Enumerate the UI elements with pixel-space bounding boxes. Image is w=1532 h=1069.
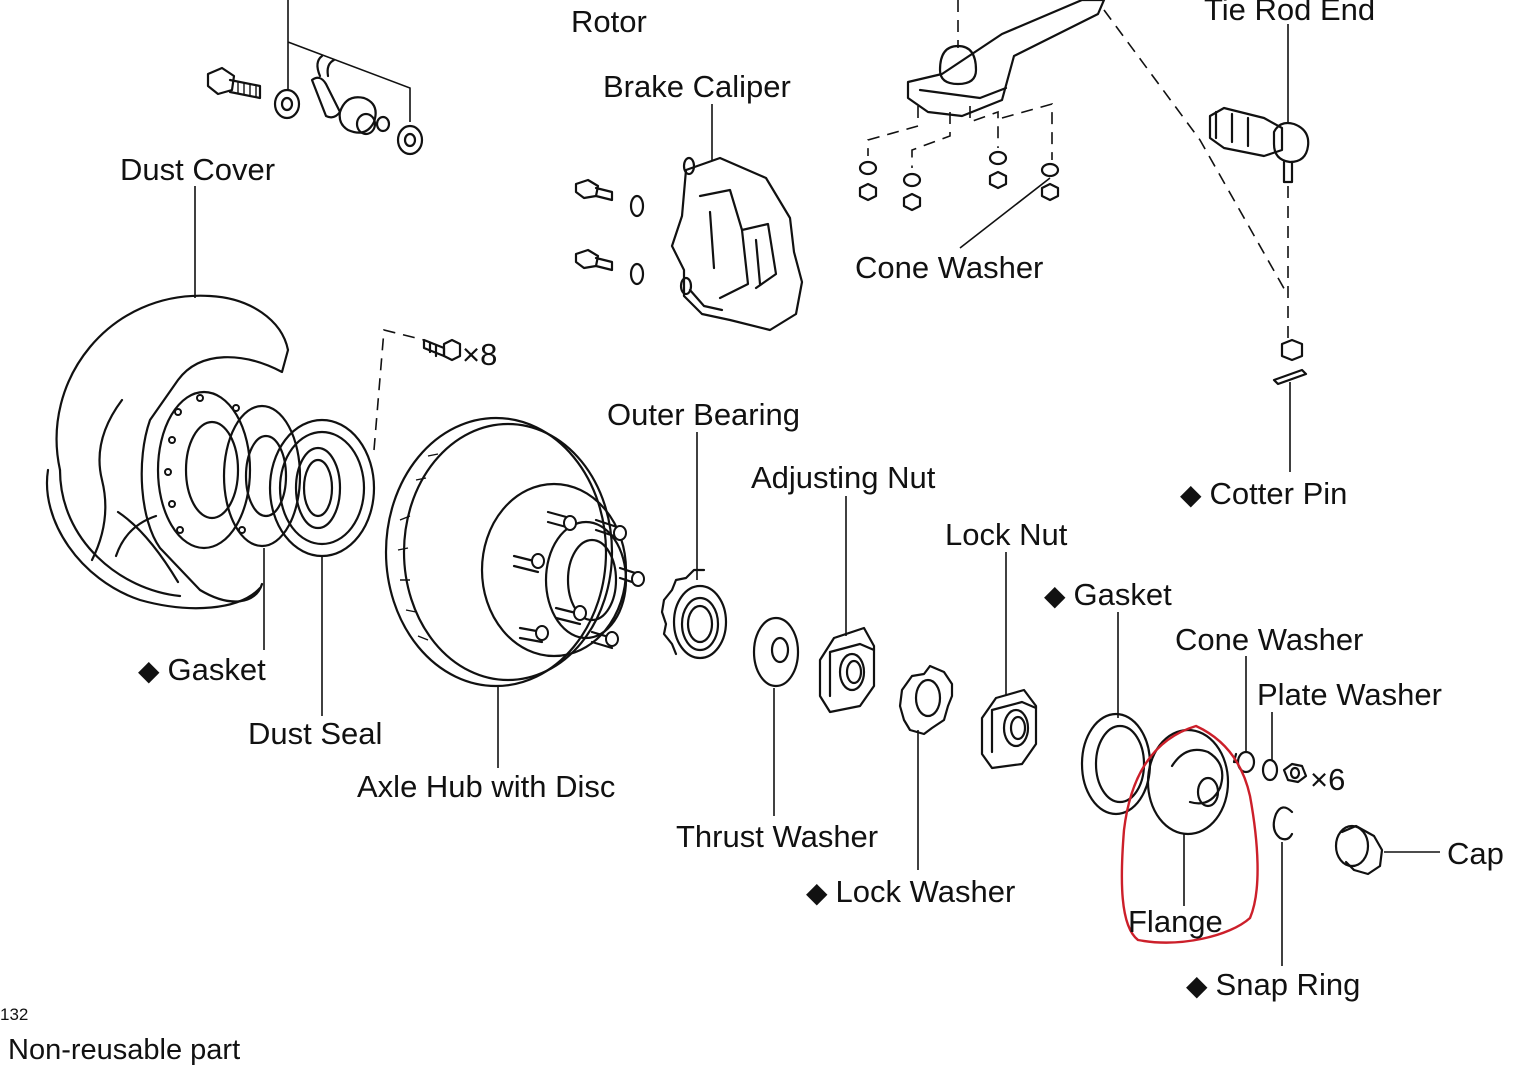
flange-drawing <box>1146 728 1230 906</box>
label-cone-washer-top: Cone Washer <box>855 250 1044 285</box>
label-cone-washer-right: Cone Washer <box>1175 622 1364 657</box>
label-adjusting-nut: Adjusting Nut <box>751 460 936 495</box>
dust-cover-bolt-holes <box>164 394 246 534</box>
lock-washer-drawing <box>898 664 954 870</box>
snap-ring-drawing <box>1272 806 1294 966</box>
lock-nut-drawing <box>980 552 1038 770</box>
gasket-left-drawing <box>222 404 302 650</box>
brake-caliper-drawing <box>574 104 804 332</box>
flange-highlight-outline <box>1120 724 1259 944</box>
label-lock-washer: ◆Lock Washer <box>806 876 1015 907</box>
label-cotter-pin-text: Cotter Pin <box>1209 476 1348 511</box>
label-gasket-left-text: Gasket <box>167 652 266 687</box>
dust-cover-drawing <box>45 186 290 610</box>
non-reusable-symbol: ◆ <box>1044 580 1066 611</box>
dust-seal-drawing <box>268 418 376 716</box>
thrust-washer-drawing <box>752 616 800 816</box>
knuckle-arm-drawing <box>858 0 1287 293</box>
label-tie-rod-end: Tie Rod End <box>1204 0 1376 27</box>
legend-non-reusable: Non-reusable part <box>8 1034 241 1066</box>
figure-code: 132 <box>0 1005 29 1024</box>
label-rotor: Rotor <box>571 4 647 39</box>
label-brake-caliper: Brake Caliper <box>603 69 791 104</box>
label-cotter-pin: ◆Cotter Pin <box>1180 478 1347 509</box>
label-cap: Cap <box>1447 836 1504 871</box>
non-reusable-symbol: ◆ <box>1180 479 1202 510</box>
tie-rod-end-drawing <box>1208 24 1310 472</box>
label-dust-seal: Dust Seal <box>248 716 383 751</box>
label-gasket-left: ◆Gasket <box>138 654 266 685</box>
label-quantity-x6: ×6 <box>1310 762 1346 797</box>
label-flange: Flange <box>1128 904 1223 939</box>
hub-bolts-x8 <box>373 328 462 451</box>
label-lock-nut: Lock Nut <box>945 517 1068 552</box>
adjusting-nut-drawing <box>818 496 876 714</box>
label-dust-cover: Dust Cover <box>120 152 276 187</box>
label-outer-bearing: Outer Bearing <box>607 397 800 432</box>
label-quantity-x8: ×8 <box>462 337 498 372</box>
label-plate-washer: Plate Washer <box>1257 677 1442 712</box>
non-reusable-symbol: ◆ <box>1186 970 1208 1001</box>
hub-studs <box>512 510 645 650</box>
axle-hub-disc-drawing <box>384 416 645 768</box>
non-reusable-symbol: ◆ <box>806 877 828 908</box>
flange-hardware-drawing <box>1232 656 1308 784</box>
gasket-right-drawing <box>1080 612 1152 816</box>
outer-bearing-drawing <box>660 432 728 660</box>
label-thrust-washer: Thrust Washer <box>676 819 879 854</box>
label-lock-washer-text: Lock Washer <box>835 874 1016 909</box>
label-gasket-right-text: Gasket <box>1073 577 1172 612</box>
label-gasket-right: ◆Gasket <box>1044 579 1172 610</box>
label-snap-ring-text: Snap Ring <box>1215 967 1361 1002</box>
sensor-wire-assembly <box>206 0 424 156</box>
label-axle-hub: Axle Hub with Disc <box>357 769 616 804</box>
cap-drawing <box>1334 824 1440 876</box>
label-snap-ring: ◆Snap Ring <box>1186 969 1360 1000</box>
non-reusable-symbol: ◆ <box>138 655 160 686</box>
